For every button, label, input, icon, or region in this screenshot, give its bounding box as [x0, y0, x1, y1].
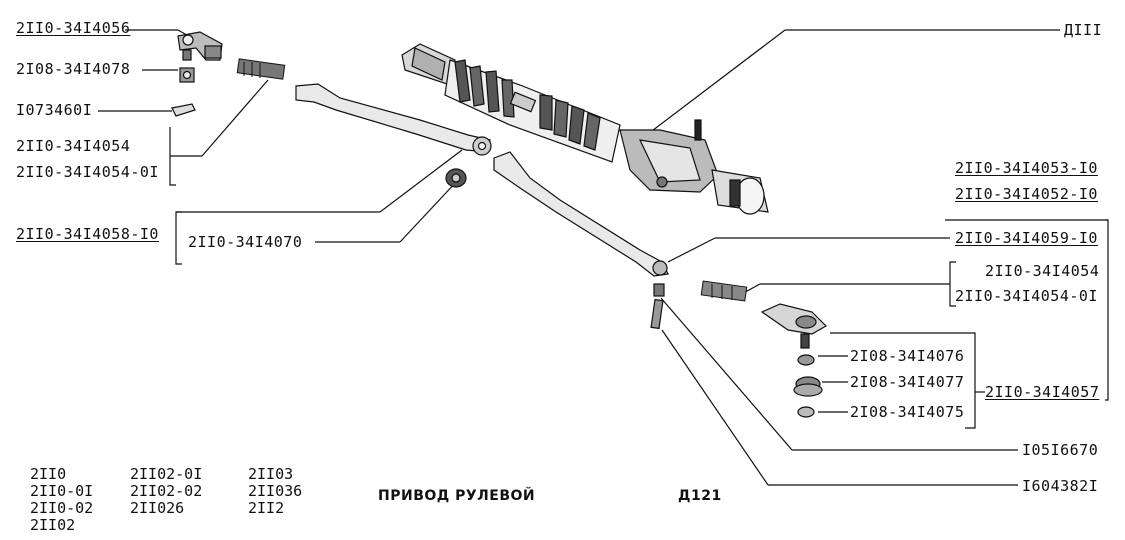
- leader-stud-left: [201, 79, 269, 157]
- leader-1604382-diag: [661, 329, 769, 486]
- tie-rod-upper: [295, 83, 492, 156]
- models-col1: 2II0 2II0-0I 2II0-02 2II02: [30, 466, 93, 534]
- model-item: 2II2: [248, 499, 285, 517]
- label-34014078: 2I08-34I4078: [16, 60, 131, 78]
- label-34014053-10: 2II0-34I4053-I0: [955, 159, 1098, 177]
- label-d111: ДIII: [1064, 21, 1103, 39]
- ring-34014075: [797, 406, 815, 418]
- label-34014057: 2II0-34I4057: [985, 383, 1100, 401]
- label-1051667: I05I6670: [1022, 441, 1099, 459]
- cotter-pin-1073460: [171, 103, 196, 117]
- model-item: 2II026: [130, 499, 185, 517]
- label-34014059-10: 2II0-34I4059-I0: [955, 229, 1098, 247]
- model-item: 2II02-0I: [130, 465, 203, 483]
- models-col2: 2II02-0I 2II02-02 2II026: [130, 466, 202, 517]
- model-item: 2II0-02: [30, 499, 94, 517]
- nut-1051667: [653, 283, 665, 297]
- bolt-1604382: [650, 298, 664, 330]
- tie-rod-lower: [493, 151, 669, 277]
- bracket-34014054-left: [169, 127, 176, 186]
- label-34014054-right: 2II0-34I4054: [985, 262, 1100, 280]
- models-col3: 2II03 2II036 2II2: [248, 466, 302, 517]
- model-item: 2II036: [248, 482, 303, 500]
- label-1073460: I073460I: [16, 101, 93, 119]
- tie-rod-end-right-34014057: [760, 303, 827, 349]
- label-34014075: 2I08-34I4075: [850, 403, 965, 421]
- diagram-code: Д121: [678, 488, 722, 504]
- model-item: 2II0: [30, 465, 67, 483]
- washer-34014076: [797, 354, 815, 366]
- steering-rack: [401, 43, 769, 215]
- model-item: 2II03: [248, 465, 294, 483]
- label-34014077: 2I08-34I4077: [850, 373, 965, 391]
- bracket-34014057-inner: [830, 332, 976, 429]
- bracket-34014057-right: [1105, 219, 1109, 401]
- leader-d111-diag: [639, 29, 786, 141]
- leader-34014059-diag: [667, 237, 716, 263]
- model-item: 2II02-02: [130, 482, 203, 500]
- leader-34014070-diag: [399, 179, 459, 243]
- label-34014056: 2II0-34I4056: [16, 19, 131, 37]
- model-item: 2II0-0I: [30, 482, 94, 500]
- bracket-34014058: [175, 211, 182, 265]
- label-34014054-left: 2II0-34I4054: [16, 137, 131, 155]
- bushing-34014070: [445, 168, 467, 188]
- tie-rod-end-left: [177, 31, 223, 61]
- leader-34014058-diag: [379, 149, 463, 213]
- stud-left: [236, 58, 286, 80]
- label-34014070: 2II0-34I4070: [188, 233, 303, 251]
- label-34014052-10: 2II0-34I4052-I0: [955, 185, 1098, 203]
- model-item: 2II02: [30, 516, 76, 534]
- label-34014076: 2I08-34I4076: [850, 347, 965, 365]
- stud-right: [700, 280, 748, 302]
- label-34014054-01-right: 2II0-34I4054-0I: [955, 287, 1098, 305]
- diagram-title: ПРИВОД РУЛЕВОЙ: [378, 488, 536, 504]
- leader-1051667-diag: [660, 297, 793, 451]
- label-34014054-01-left: 2II0-34I4054-0I: [16, 163, 159, 181]
- boot-34014077: [793, 376, 823, 397]
- label-1604382: I604382I: [1022, 477, 1099, 495]
- label-34014058-10: 2II0-34I4058-I0: [16, 225, 159, 243]
- nut-34014078: [179, 67, 195, 83]
